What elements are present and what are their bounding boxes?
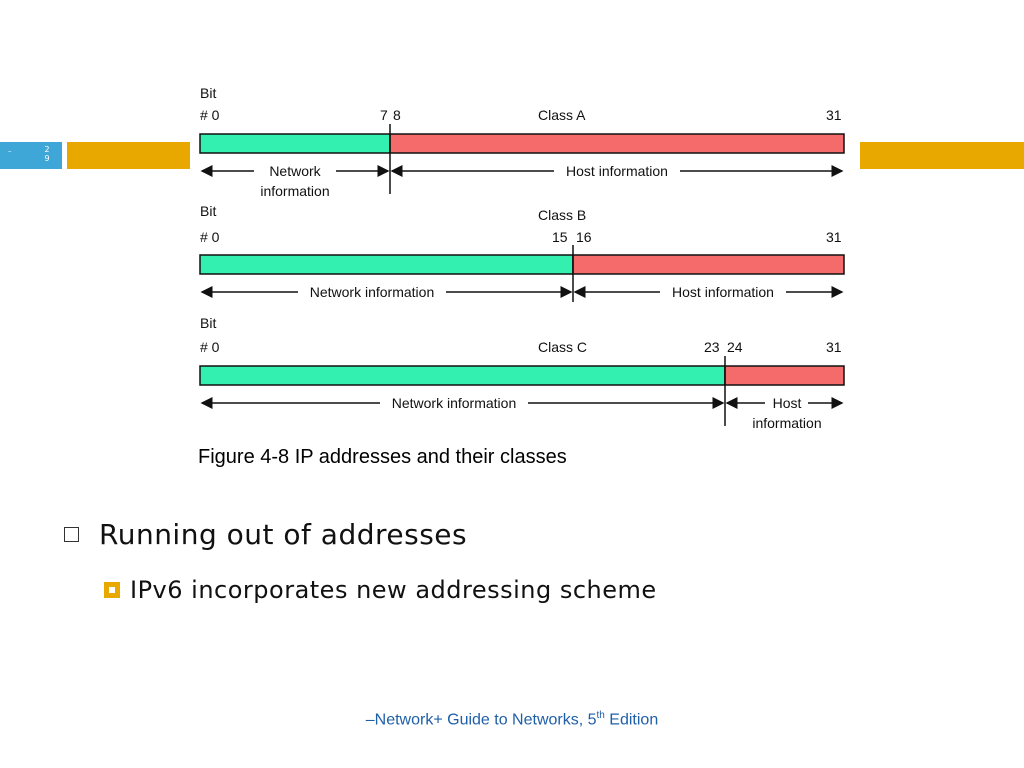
footer-sup: th [596, 710, 605, 721]
bullet-level2: IPv6 incorporates new addressing scheme [104, 576, 657, 604]
class-b-start-label: # 0 [200, 229, 220, 245]
class-c-host-segment [724, 365, 845, 386]
class-a-split-left: 7 [380, 107, 388, 123]
class-c-class-label: Class C [538, 339, 587, 355]
slide-dash: – [8, 147, 12, 155]
bullet-level1-text: Running out of addresses [99, 518, 468, 551]
filled-square-bullet-icon [104, 582, 120, 598]
class-b-split-left: 15 [552, 229, 568, 245]
class-a-network-label-1: Network [269, 163, 321, 179]
footer-prefix: –Network+ Guide to Networks, 5 [365, 711, 597, 729]
bullet-level2-text: IPv6 incorporates new addressing scheme [130, 576, 657, 604]
class-b-row: Bit Class B # 0 15 16 31 Network informa… [199, 203, 845, 302]
class-c-host-label-2: information [752, 415, 821, 431]
class-b-split-right: 16 [576, 229, 592, 245]
class-c-split-left: 23 [704, 339, 720, 355]
slide-number-line1: 2 [44, 145, 50, 154]
class-c-start-label: # 0 [200, 339, 220, 355]
hollow-square-bullet-icon [64, 527, 79, 542]
class-c-end-label: 31 [826, 339, 842, 355]
class-b-network-label: Network information [310, 284, 435, 300]
class-a-end-label: 31 [826, 107, 842, 123]
bullet-level1: Running out of addresses [64, 518, 467, 551]
slide-number-bar [0, 142, 62, 169]
class-c-split-right: 24 [727, 339, 743, 355]
class-c-network-segment [199, 365, 726, 386]
class-c-bit-label: Bit [200, 315, 216, 331]
footer-suffix: Edition [604, 711, 659, 729]
class-a-start-label: # 0 [200, 107, 220, 123]
class-b-host-segment [572, 254, 845, 275]
class-a-split-right: 8 [393, 107, 401, 123]
class-b-end-label: 31 [826, 229, 842, 245]
class-a-host-label: Host information [566, 163, 668, 179]
class-c-row: Bit # 0 Class C 23 24 31 Network informa… [199, 315, 845, 431]
footer: –Network+ Guide to Networks, 5th Edition [0, 710, 1024, 729]
class-a-network-label-2: information [260, 183, 329, 199]
class-c-network-label: Network information [392, 395, 517, 411]
class-a-bit-label: Bit [200, 85, 216, 101]
class-b-host-label: Host information [672, 284, 774, 300]
class-b-network-segment [199, 254, 574, 275]
class-a-network-segment [199, 133, 391, 154]
class-b-bit-label: Bit [200, 203, 216, 219]
class-a-class-label: Class A [538, 107, 586, 123]
class-a-host-segment [389, 133, 845, 154]
class-b-class-label: Class B [538, 207, 586, 223]
slide-number: 2 9 [40, 145, 54, 163]
figure-caption: Figure 4-8 IP addresses and their classe… [198, 446, 567, 468]
class-a-row: Bit # 0 7 8 Class A 31 Network informati… [199, 85, 845, 199]
slide-number-line2: 9 [44, 154, 50, 163]
ip-class-diagram: Bit # 0 7 8 Class A 31 Network informati… [199, 85, 845, 431]
class-c-host-label-1: Host [773, 395, 802, 411]
ip-class-figure: Bit # 0 7 8 Class A 31 Network informati… [190, 80, 860, 440]
